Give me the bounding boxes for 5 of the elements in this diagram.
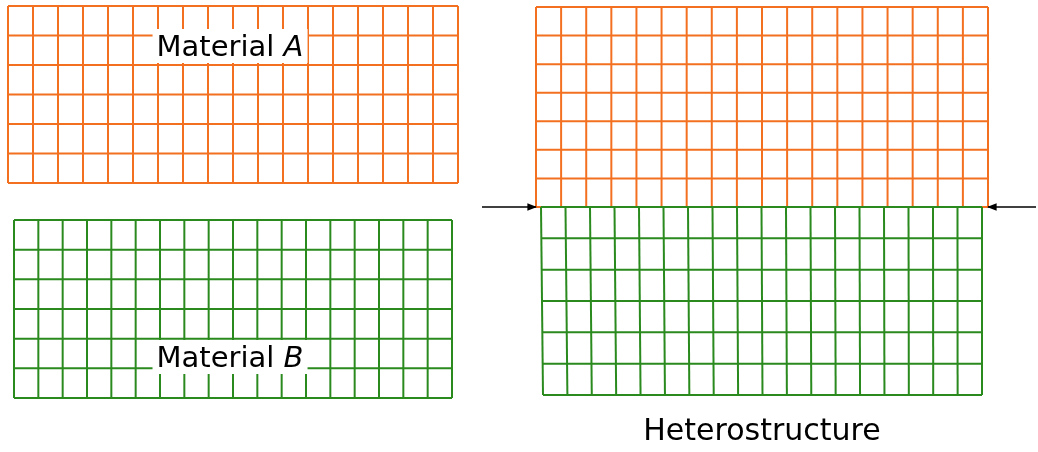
structure-caption: Heterostructure [643,412,881,447]
arrow [987,203,1037,211]
material-label: Material A [152,29,308,63]
material-label: Material B [152,340,308,374]
arrow [481,203,537,211]
